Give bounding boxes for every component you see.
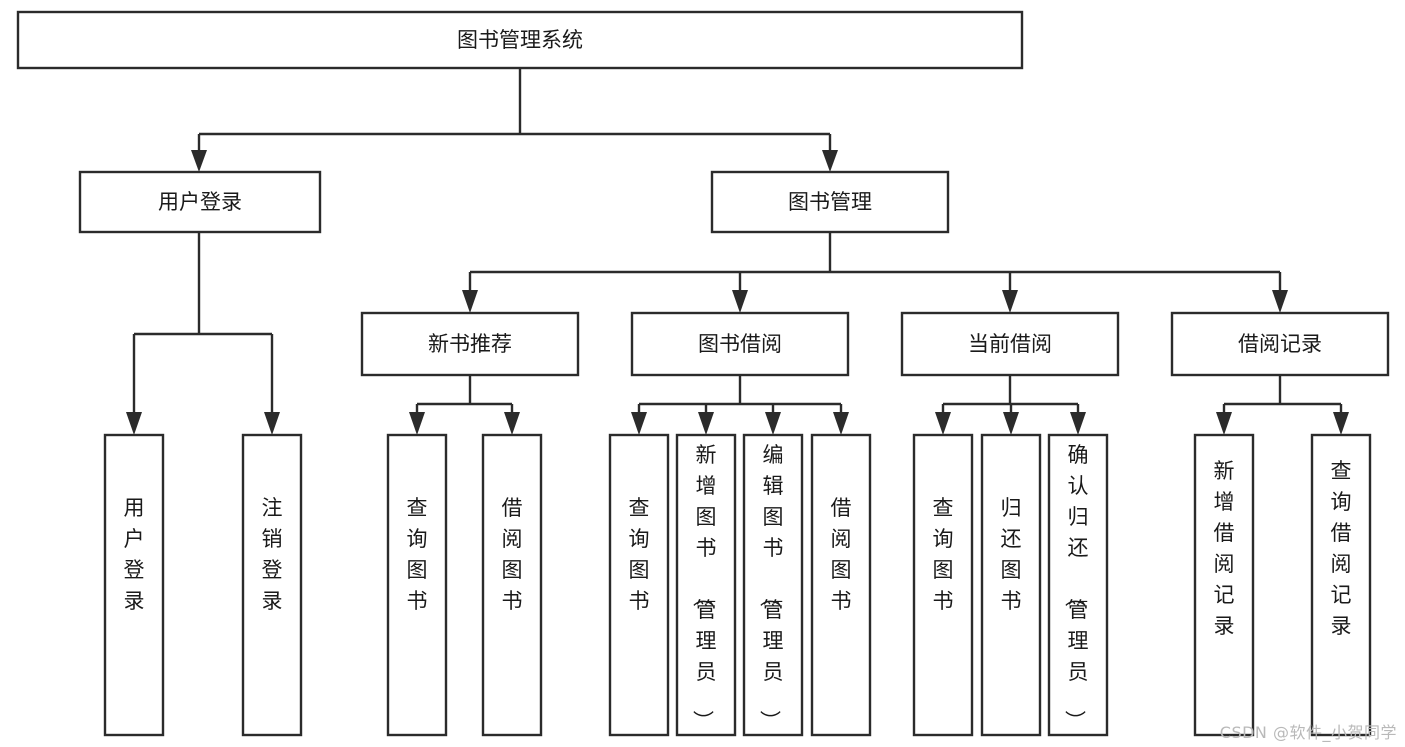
arrow-head-level3-4 <box>1272 290 1288 313</box>
leaf-new-book-2[interactable]: 借阅图书 <box>481 433 543 737</box>
leaf-box[interactable] <box>810 433 872 737</box>
arrow-head-borrowrecord-leaf-1 <box>1216 412 1232 435</box>
node-book-manage-label: 图书管理 <box>788 190 872 214</box>
leaf-box[interactable] <box>1193 433 1255 737</box>
arrow-head-book-manage <box>822 150 838 172</box>
leaf-label: 用户登录 <box>124 496 145 613</box>
node-book-manage[interactable]: 图书管理 <box>710 170 950 234</box>
node-current-borrow-box[interactable] <box>900 311 1120 377</box>
connector-layer <box>126 68 1349 435</box>
node-borrow-record-label: 借阅记录 <box>1238 332 1322 356</box>
arrow-head-newbook-leaf-2 <box>504 412 520 435</box>
leaf-box[interactable] <box>675 433 737 737</box>
node-borrow-record-box[interactable] <box>1170 311 1390 377</box>
leaf-label: 新增图书（管理员） <box>691 443 717 731</box>
arrow-head-bookborrow-leaf-2 <box>698 412 714 435</box>
leaf-box[interactable] <box>386 433 448 737</box>
node-current-borrow-label: 当前借阅 <box>968 332 1052 356</box>
leaf-label: 注销登录 <box>262 496 283 613</box>
leaf-label: 查询借阅记录 <box>1331 459 1352 638</box>
leaf-label: 借阅图书 <box>831 496 852 613</box>
leaf-label: 借阅图书 <box>502 496 523 613</box>
node-new-book-recommend-box[interactable] <box>360 311 580 377</box>
leaf-current-borrow-3[interactable]: 确认归还（管理员） <box>1047 433 1109 737</box>
leaf-label: 查询图书 <box>933 496 954 613</box>
leaf-book-borrow-4[interactable]: 借阅图书 <box>810 433 872 737</box>
leaf-box[interactable] <box>103 433 165 737</box>
leaf-box[interactable] <box>980 433 1042 737</box>
arrow-head-level3-3 <box>1002 290 1018 313</box>
leaf-box[interactable] <box>912 433 974 737</box>
arrow-head-currentborrow-leaf-2 <box>1003 412 1019 435</box>
leaf-book-borrow-3[interactable]: 编辑图书（管理员） <box>742 433 804 737</box>
node-user-login[interactable]: 用户登录 <box>78 170 322 234</box>
leaf-box[interactable] <box>742 433 804 737</box>
leaf-box[interactable] <box>608 433 670 737</box>
leaf-box[interactable] <box>1310 433 1372 737</box>
node-book-borrow-box[interactable] <box>630 311 850 377</box>
node-new-book-recommend-label: 新书推荐 <box>428 332 512 356</box>
leaf-label: 查询图书 <box>407 496 428 613</box>
arrow-head-currentborrow-leaf-1 <box>935 412 951 435</box>
leaf-box[interactable] <box>1047 433 1109 737</box>
arrow-head-level3-1 <box>462 290 478 313</box>
leaf-label: 查询图书 <box>629 496 650 613</box>
leaf-box[interactable] <box>241 433 303 737</box>
leaf-label: 归还图书 <box>1001 496 1022 613</box>
leaf-box[interactable] <box>481 433 543 737</box>
node-book-manage-box[interactable] <box>710 170 950 234</box>
leaf-current-borrow-1[interactable]: 查询图书 <box>912 433 974 737</box>
leaf-book-borrow-2[interactable]: 新增图书（管理员） <box>675 433 737 737</box>
node-book-borrow-label: 图书借阅 <box>698 332 782 356</box>
arrow-head-userlogin-leaf-2 <box>264 412 280 435</box>
leaf-current-borrow-2[interactable]: 归还图书 <box>980 433 1042 737</box>
node-new-book-recommend[interactable]: 新书推荐 <box>360 311 580 377</box>
node-current-borrow[interactable]: 当前借阅 <box>900 311 1120 377</box>
node-book-borrow[interactable]: 图书借阅 <box>630 311 850 377</box>
node-root[interactable]: 图书管理系统 <box>16 10 1024 70</box>
leaf-borrow-record-1[interactable]: 新增借阅记录 <box>1193 433 1255 737</box>
csdn-watermark: CSDN @软件_小贺同学 <box>1219 723 1397 742</box>
leaf-label: 编辑图书（管理员） <box>758 443 784 731</box>
leaf-book-borrow-1[interactable]: 查询图书 <box>608 433 670 737</box>
arrow-head-bookborrow-leaf-4 <box>833 412 849 435</box>
node-root-box[interactable] <box>16 10 1024 70</box>
arrow-head-newbook-leaf-1 <box>409 412 425 435</box>
arrow-head-level3-2 <box>732 290 748 313</box>
arrow-head-user-login <box>191 150 207 172</box>
leaf-user-login-1[interactable]: 用户登录 <box>103 433 165 737</box>
node-borrow-record[interactable]: 借阅记录 <box>1170 311 1390 377</box>
arrow-head-currentborrow-leaf-3 <box>1070 412 1086 435</box>
leaf-label: 新增借阅记录 <box>1214 459 1235 638</box>
arrow-head-userlogin-leaf-1 <box>126 412 142 435</box>
node-user-login-box[interactable] <box>78 170 322 234</box>
leaf-new-book-1[interactable]: 查询图书 <box>386 433 448 737</box>
node-user-login-label: 用户登录 <box>158 190 242 214</box>
arrow-head-bookborrow-leaf-1 <box>631 412 647 435</box>
leaf-borrow-record-2[interactable]: 查询借阅记录 <box>1310 433 1372 737</box>
leaf-user-login-2[interactable]: 注销登录 <box>241 433 303 737</box>
node-root-label: 图书管理系统 <box>457 28 583 52</box>
arrow-head-borrowrecord-leaf-2 <box>1333 412 1349 435</box>
leaf-label: 确认归还（管理员） <box>1063 443 1089 731</box>
arrow-head-bookborrow-leaf-3 <box>765 412 781 435</box>
